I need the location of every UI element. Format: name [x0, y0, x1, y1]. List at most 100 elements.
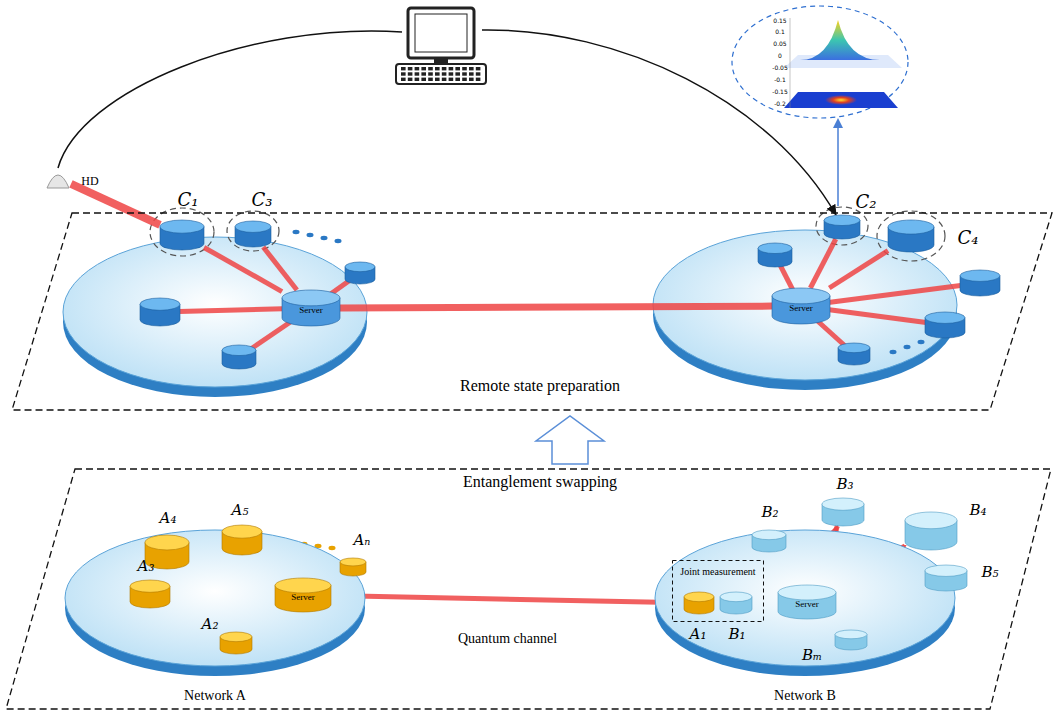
cylinder [275, 578, 331, 612]
node-label: C₂ [856, 192, 877, 212]
cylinder [824, 215, 860, 239]
node-label: Remote state preparation [460, 377, 620, 395]
node-label: HD [81, 175, 98, 188]
blue-arrow [833, 118, 843, 206]
cylinder [345, 262, 375, 284]
node-shape [235, 221, 271, 247]
node-label: A₄ [160, 510, 177, 527]
channel-line [71, 184, 160, 225]
cylinder [838, 343, 870, 365]
region-frame: Remote state preparation Server C₁ C₃ Server… [10, 212, 1055, 412]
cylinder [140, 298, 180, 326]
computer-icon [396, 8, 486, 84]
network-node: A₁ [684, 592, 714, 614]
node-label: A₁ [690, 626, 707, 643]
server-label: Server [291, 593, 315, 603]
network-node: Bₘ [835, 630, 867, 650]
network-node: B₄ [905, 512, 957, 550]
cylinder [960, 270, 1000, 296]
hollow-arrow [536, 416, 604, 464]
network-node: C₃ [235, 221, 271, 247]
channel-line [263, 247, 297, 290]
node-label: C₃ [252, 190, 273, 210]
channel-line [58, 30, 836, 215]
network-disc: Network BJoint measurementA₁B₁ServerB₂B₃… [653, 528, 957, 682]
cylinder [160, 220, 204, 250]
node-label: B₂ [761, 504, 778, 521]
node-label: B₃ [836, 476, 853, 493]
cylinder [752, 530, 786, 552]
cylinder [222, 345, 256, 369]
network-node: C₂ [824, 215, 860, 239]
cylinder [905, 512, 957, 550]
server-label: Server [789, 304, 813, 314]
node-shape [160, 220, 204, 250]
cylinder [835, 630, 867, 650]
network-node: B₃ [822, 498, 864, 526]
node-shape [720, 592, 752, 614]
network-node: Server [282, 290, 340, 326]
node-shape [824, 215, 860, 239]
axis-tick: -0.1 [774, 76, 786, 83]
cylinder [222, 525, 262, 555]
node-label: Network A [184, 688, 246, 703]
axis-tick: 0.1 [775, 28, 785, 35]
axis-tick: 0 [778, 52, 782, 59]
wigner-plot [732, 6, 908, 118]
node-shape [45, 168, 71, 188]
network-node: B₁ [720, 592, 752, 614]
node-shape [222, 525, 262, 555]
channel-line [810, 239, 835, 288]
node-label: Bₘ [802, 647, 822, 664]
cylinder [340, 558, 366, 576]
node-shape [130, 580, 170, 608]
node-label: C₄ [958, 228, 979, 248]
cylinder [282, 290, 340, 326]
cylinder [888, 220, 934, 252]
node-label: B₁ [728, 626, 745, 643]
axis-tick: 0.05 [773, 40, 786, 47]
channel-line [829, 251, 888, 288]
cylinder [778, 585, 836, 619]
measurement-box: Joint measurementA₁ B₁ [672, 560, 764, 622]
node-label: A₂ [202, 616, 219, 633]
cylinder [822, 498, 864, 526]
axis-tick: -0.05 [772, 64, 788, 71]
network-node: A₂ [220, 632, 252, 654]
node-label: B₅ [981, 564, 998, 581]
region-frame: Entanglement swappingNetwork AServerA₂A₃… [5, 468, 1053, 711]
cylinder [220, 632, 252, 654]
homodyne-detector: HD [45, 168, 71, 188]
node-shape [835, 630, 867, 650]
network-node: Server [778, 585, 836, 619]
axis-tick: -0.15 [772, 88, 788, 95]
network-disc [63, 230, 957, 397]
node-shape [925, 565, 967, 591]
node-label: C₁ [178, 190, 199, 210]
channel-line [331, 596, 684, 603]
axis-tick: 0.15 [773, 17, 786, 24]
node-shape [684, 592, 714, 614]
network-node: Server [275, 578, 331, 612]
cylinder [684, 592, 714, 614]
cylinder [925, 565, 967, 591]
cylinder [772, 288, 830, 324]
network-node: A₅ [222, 525, 262, 555]
network-node: C₁ [160, 220, 204, 250]
network-disc: Network AServerA₂A₃A₄A₅Aₙ [63, 528, 367, 682]
node-label: A₅ [232, 502, 249, 519]
node-label: B₄ [969, 502, 986, 519]
node-shape [888, 220, 934, 252]
network-node: Aₙ [340, 558, 366, 576]
node-shape [752, 530, 786, 552]
network-node: A₃ [130, 580, 170, 608]
cylinder [720, 592, 752, 614]
server-label: Server [299, 306, 323, 316]
network-node: B₅ [925, 565, 967, 591]
node-label: Joint measurement [680, 566, 755, 577]
network-node: C₄ [888, 220, 934, 252]
node-shape [905, 512, 957, 550]
network-node: Server [772, 288, 830, 324]
node-label: A₃ [138, 558, 155, 575]
